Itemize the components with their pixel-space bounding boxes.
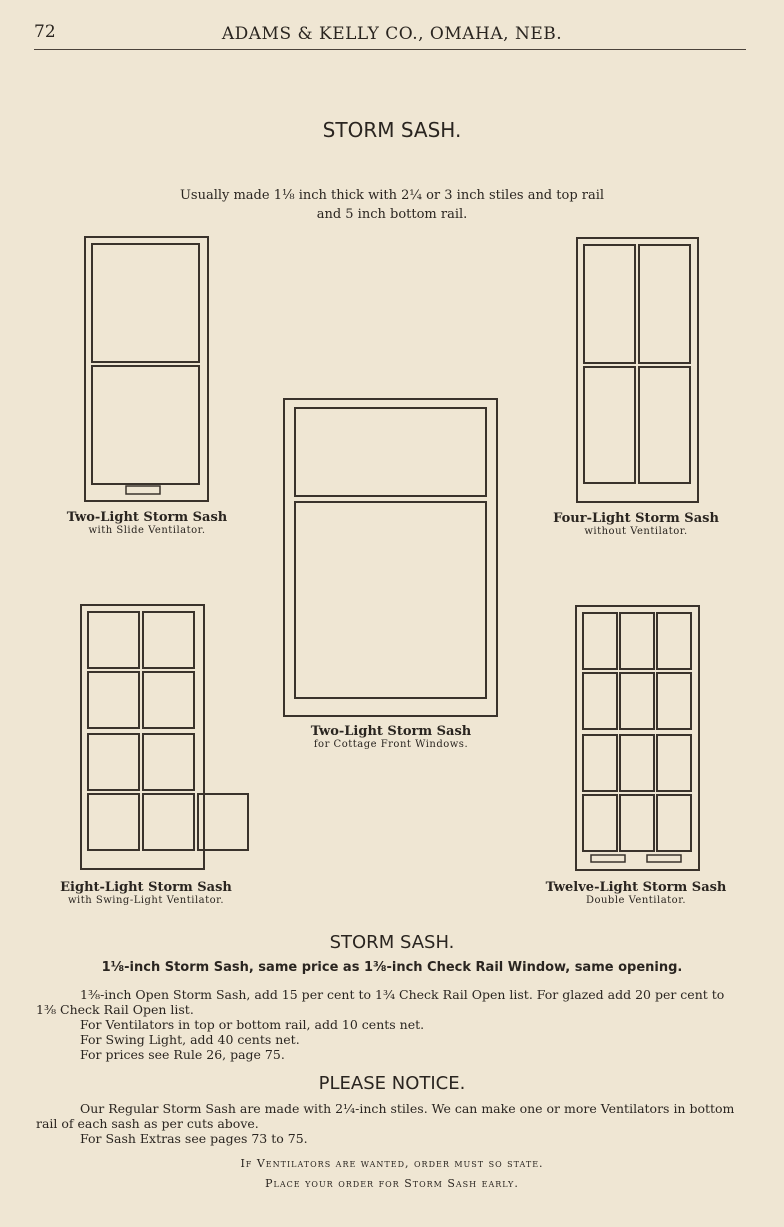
eight-light-sash-drawing — [80, 604, 249, 870]
two-light-sash-drawing — [84, 236, 209, 502]
caption-cottage: Two-Light Storm Sash for Cottage Front W… — [310, 724, 472, 750]
caption-four-light: Four-Light Storm Sash without Ventilator… — [553, 511, 719, 537]
four-light-sash-drawing — [576, 237, 699, 503]
caption-twelve-light: Twelve-Light Storm Sash Double Ventilato… — [545, 880, 727, 906]
swing-light-ventilator — [197, 793, 249, 851]
caption-eight-light: Eight-Light Storm Sash with Swing-Light … — [60, 880, 232, 906]
price-note: 1⅛-inch Storm Sash, same price as 1⅜-inc… — [101, 960, 683, 975]
price-para-1: 1⅜-inch Open Storm Sash, add 15 per cent… — [36, 987, 725, 1017]
footer-line-2: Place your order for Storm Sash early. — [265, 1177, 519, 1190]
caption-two-light: Two-Light Storm Sash with Slide Ventilat… — [66, 510, 228, 536]
notice-para-1: Our Regular Storm Sash are made with 2¼-… — [36, 1101, 735, 1131]
section-heading: STORM SASH. — [329, 932, 455, 953]
cottage-sash-drawing — [283, 398, 498, 717]
notice-paragraphs: Our Regular Storm Sash are made with 2¼-… — [36, 1101, 748, 1146]
page-number: 72 — [34, 22, 56, 42]
slide-ventilator — [125, 485, 161, 495]
twelve-light-sash-drawing — [575, 605, 700, 871]
price-para-3: For Swing Light, add 40 cents net. — [80, 1032, 300, 1047]
footer-line-1: If Ventilators are wanted, order must so… — [240, 1157, 544, 1170]
price-paragraphs: 1⅜-inch Open Storm Sash, add 15 per cent… — [36, 987, 748, 1062]
intro-line-2: and 5 inch bottom rail. — [316, 207, 468, 222]
running-header: ADAMS & KELLY CO., OMAHA, NEB. — [221, 24, 563, 44]
price-para-2: For Ventilators in top or bottom rail, a… — [80, 1017, 425, 1032]
price-para-4: For prices see Rule 26, page 75. — [80, 1047, 285, 1062]
intro-text: Usually made 1⅛ inch thick with 2¼ or 3 … — [0, 186, 784, 224]
notice-heading: PLEASE NOTICE. — [318, 1073, 466, 1094]
notice-para-2: For Sash Extras see pages 73 to 75. — [80, 1131, 308, 1146]
intro-line-1: Usually made 1⅛ inch thick with 2¼ or 3 … — [179, 188, 605, 203]
ventilator-left — [590, 854, 626, 863]
ventilator-right — [646, 854, 682, 863]
header-divider — [34, 49, 746, 50]
page-title: STORM SASH. — [322, 118, 462, 142]
